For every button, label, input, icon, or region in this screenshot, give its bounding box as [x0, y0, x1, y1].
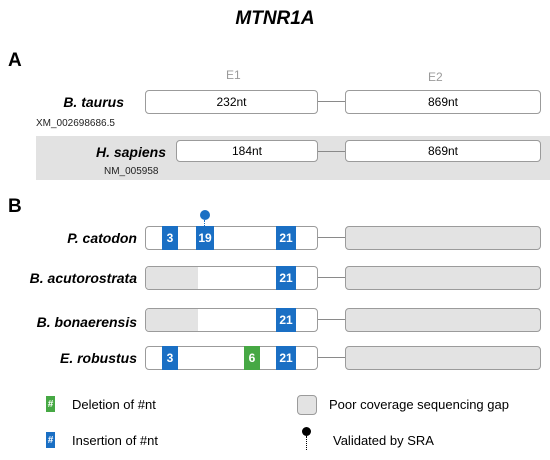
sra-legend-label: Validated by SRA: [333, 433, 434, 448]
intron-connector: [318, 319, 345, 320]
species-b-taurus: B. taurus: [63, 94, 124, 110]
sra-validated-pin: [200, 210, 210, 220]
insertion-mark: 3: [162, 346, 178, 370]
species-b-acutorostrata: B. acutorostrata: [29, 270, 137, 286]
insertion-mark: 21: [276, 226, 296, 250]
exon-2-gap: [345, 266, 541, 290]
sequencing-gap-fill: [146, 309, 198, 331]
insertion-mark: 3: [162, 226, 178, 250]
insertion-mark: 21: [276, 346, 296, 370]
intron-connector: [318, 357, 345, 358]
sra-validated-stem: [204, 220, 205, 226]
gap-legend-label: Poor coverage sequencing gap: [329, 397, 509, 412]
species-b-bonaerensis: B. bonaerensis: [36, 314, 137, 330]
exon-1-h-sapiens: 184nt: [176, 140, 318, 162]
panel-a-label: A: [8, 50, 22, 71]
insertion-legend-label: Insertion of #nt: [72, 433, 158, 448]
sra-legend-stem: [306, 436, 307, 450]
intron-connector: [318, 151, 345, 152]
species-p-catodon: P. catodon: [67, 230, 137, 246]
exon-2-gap: [345, 308, 541, 332]
accession-b-taurus: XM_002698686.5: [36, 118, 115, 129]
insertion-mark: 21: [276, 308, 296, 332]
intron-connector: [318, 101, 345, 102]
exon-2-gap: [345, 226, 541, 250]
panel-b-label: B: [8, 196, 22, 217]
deletion-legend-label: Deletion of #nt: [72, 397, 156, 412]
exon-1-header: E1: [226, 68, 241, 82]
deletion-mark: 6: [244, 346, 260, 370]
exon-2-header: E2: [428, 70, 443, 84]
exon-1-length: 184nt: [231, 144, 263, 158]
insertion-legend-icon: #: [46, 432, 55, 448]
exon-2-length: 869nt: [427, 95, 459, 109]
insertion-mark: 21: [276, 266, 296, 290]
exon-2-h-sapiens: 869nt: [345, 140, 541, 162]
sequencing-gap-fill: [146, 267, 198, 289]
deletion-legend-icon: #: [46, 396, 55, 412]
intron-connector: [318, 277, 345, 278]
accession-h-sapiens: NM_005958: [104, 166, 159, 177]
exon-1-length: 232nt: [216, 95, 247, 109]
species-e-robustus: E. robustus: [59, 350, 137, 366]
exon-2-b-taurus: 869nt: [345, 90, 541, 114]
exon-2-length: 869nt: [427, 144, 459, 158]
sra-legend-icon: [302, 427, 311, 436]
insertion-mark: 19: [196, 226, 214, 250]
exon-2-gap: [345, 346, 541, 370]
exon-1-b-taurus: 232nt: [145, 90, 318, 114]
species-h-sapiens: H. sapiens: [95, 144, 166, 160]
gap-legend-icon: [297, 395, 317, 415]
figure-title: MTNR1A: [235, 8, 315, 29]
intron-connector: [318, 237, 345, 238]
